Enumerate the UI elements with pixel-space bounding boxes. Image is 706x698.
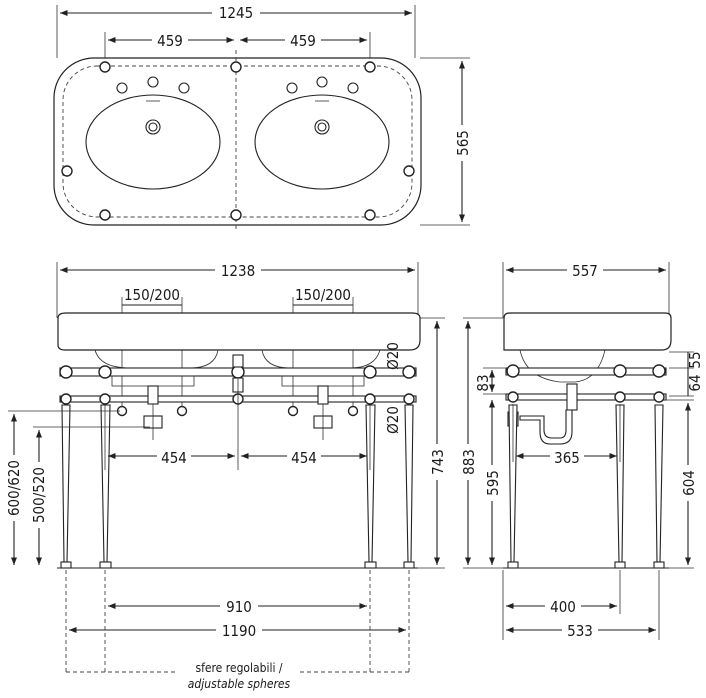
leg-height-label: 604 xyxy=(680,470,698,496)
top-view: 1245 459 459 565 xyxy=(53,3,472,232)
side-leg-span-outer-label: 533 xyxy=(567,622,593,640)
tube-diameter-top-label: Ø20 xyxy=(384,342,402,370)
rail-height-label: 595 xyxy=(484,470,502,496)
height-range-1-label: 600/620 xyxy=(5,460,23,516)
leg-spacing-left-label: 454 xyxy=(161,449,187,467)
tube-diameter-low-label: Ø20 xyxy=(384,406,402,434)
top-basin-outline xyxy=(53,57,422,226)
right-bowl-top xyxy=(254,94,390,190)
trap-depth-label: 365 xyxy=(554,449,580,467)
top-half-left-label: 459 xyxy=(157,32,183,50)
note-line-1: sfere regolabili / xyxy=(195,661,282,675)
bowl-height-label: 55 xyxy=(686,351,704,368)
outer-leg-span-label: 1190 xyxy=(222,622,256,640)
left-bowl-top xyxy=(85,94,221,190)
height-range-2-label: 500/520 xyxy=(30,467,48,523)
side-depth-label: 557 xyxy=(572,262,598,280)
side-basin-body xyxy=(503,312,672,351)
front-basin-body xyxy=(57,312,421,351)
rail-gap-label: 83 xyxy=(474,374,492,391)
side-leg-span-inner-label: 400 xyxy=(550,598,576,616)
front-leg-1 xyxy=(61,404,71,563)
top-depth-label: 565 xyxy=(454,130,472,156)
front-view: 1238 150/200 150/200 xyxy=(4,261,448,691)
tap-spacing-left-label: 150/200 xyxy=(124,286,180,304)
total-height-label: 883 xyxy=(460,449,478,475)
rail-offset-label: 64 xyxy=(686,374,704,391)
front-width-label: 1238 xyxy=(221,262,255,280)
front-leg-4 xyxy=(404,404,414,563)
inner-leg-span-label: 910 xyxy=(226,598,252,616)
front-height-label: 743 xyxy=(429,449,447,475)
leg-spacing-right-label: 454 xyxy=(291,449,317,467)
side-leg-3 xyxy=(654,404,664,563)
side-view: 557 55 64 8 xyxy=(458,261,704,640)
top-width-label: 1245 xyxy=(219,4,253,22)
front-leg-3 xyxy=(365,404,376,563)
note-line-2: adjustable spheres xyxy=(188,677,291,691)
top-half-right-label: 459 xyxy=(290,32,316,50)
front-leg-2 xyxy=(100,404,111,563)
tap-spacing-right-label: 150/200 xyxy=(295,286,351,304)
